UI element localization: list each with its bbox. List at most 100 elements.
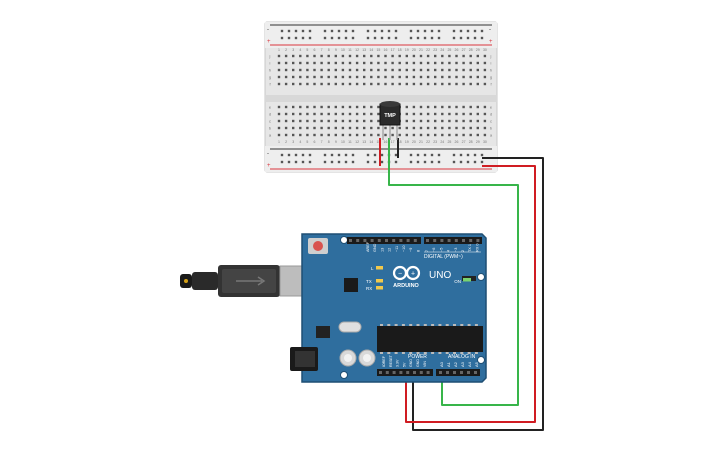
breadboard-hole [434, 75, 437, 79]
rail-hole [301, 29, 305, 33]
breadboard-hole [441, 119, 444, 123]
breadboard-hole [377, 105, 380, 109]
breadboard-hole [292, 75, 295, 79]
breadboard-hole [377, 112, 380, 116]
breadboard-hole [327, 82, 330, 86]
breadboard-hole [448, 68, 451, 72]
rail-hole [416, 36, 420, 40]
breadboard-hole [419, 133, 423, 137]
rail-hole [380, 36, 384, 40]
rail-hole [373, 153, 377, 157]
row-letter: e [490, 105, 493, 110]
breadboard-hole [419, 82, 423, 86]
header-pin [460, 371, 463, 374]
breadboard-hole [405, 75, 408, 79]
breadboard-hole [398, 75, 401, 79]
column-number: 10 [341, 140, 345, 144]
header-pin [370, 239, 374, 242]
model-label: UNO [429, 270, 451, 281]
breadboard-hole [426, 82, 430, 86]
breadboard-hole [313, 75, 316, 79]
breadboard-hole [441, 68, 444, 72]
breadboard-hole [441, 82, 444, 86]
header-pin [392, 371, 396, 374]
breadboard-hole [412, 112, 416, 116]
breadboard-hole [284, 105, 288, 109]
breadboard-hole [327, 112, 330, 116]
row-letter: f [269, 82, 271, 87]
analog-pin-label: A4 [467, 361, 472, 367]
mcu-pin [401, 324, 405, 326]
column-number: 9 [335, 140, 337, 144]
breadboard-hole [277, 82, 281, 86]
breadboard-hole [384, 61, 387, 65]
breadboard-labels: 1122334455667788991010111112121313141415… [269, 48, 493, 144]
rail-hole [423, 29, 427, 33]
row-letter: e [269, 105, 272, 110]
header-pin [385, 239, 388, 242]
rail-hole [423, 153, 427, 157]
column-number: 27 [462, 48, 466, 52]
breadboard-hole [455, 105, 458, 109]
breadboard-hole [355, 126, 359, 130]
rail-hole [466, 153, 470, 157]
column-number: 11 [348, 140, 352, 144]
breadboard-hole [391, 75, 394, 79]
rail-hole [452, 160, 456, 164]
column-number: 9 [335, 48, 337, 52]
breadboard-hole [434, 133, 437, 137]
breadboard-hole [320, 105, 323, 109]
power-label: POWER [408, 354, 427, 360]
breadboard-hole [299, 112, 302, 116]
breadboard-hole [412, 119, 416, 123]
rail-hole [344, 29, 348, 33]
column-number: 23 [433, 48, 437, 52]
breadboard-hole [412, 105, 416, 109]
mcu-pin [467, 324, 471, 326]
breadboard-hole [434, 61, 437, 65]
breadboard-hole [455, 119, 458, 123]
rail-hole [337, 29, 341, 33]
breadboard-hole [434, 112, 437, 116]
rail-hole [480, 160, 484, 164]
breadboard-hole [348, 75, 352, 79]
breadboard-hole [462, 68, 465, 72]
breadboard-hole [327, 119, 330, 123]
rail-hole [337, 160, 341, 164]
breadboard-hole [370, 112, 373, 116]
rail-hole [366, 153, 370, 157]
breadboard-hole [306, 61, 309, 65]
breadboard-hole [476, 61, 479, 65]
wire-black-gnd [412, 157, 544, 431]
breadboard-hole [391, 126, 394, 130]
breadboard-hole [306, 54, 309, 58]
breadboard-hole [334, 54, 337, 58]
breadboard-hole [483, 105, 487, 109]
breadboard-hole [341, 82, 345, 86]
rail-hole [323, 153, 327, 157]
column-number: 19 [405, 140, 409, 144]
digital-pin-label: ~5 [439, 248, 443, 252]
column-number: 7 [321, 140, 323, 144]
breadboard-hole [455, 112, 458, 116]
rail-hole [466, 29, 470, 33]
breadboard-hole [434, 54, 437, 58]
breadboard-hole [405, 105, 408, 109]
rail-plus-label-bottom: + [267, 163, 271, 169]
breadboard-hole [441, 75, 444, 79]
breadboard-hole [483, 126, 487, 130]
breadboard-hole [469, 112, 472, 116]
breadboard-hole [384, 82, 387, 86]
rail-hole [280, 36, 284, 40]
header-pin [462, 239, 465, 242]
breadboard-hole [441, 126, 444, 130]
rail-hole [459, 153, 463, 157]
breadboard-hole [405, 61, 408, 65]
rail-hole [344, 153, 348, 157]
breadboard-hole [448, 126, 451, 130]
rail-hole [287, 36, 291, 40]
breadboard-hole [292, 133, 295, 137]
breadboard-hole [476, 68, 479, 72]
analog-pin-label: A0 [439, 361, 444, 367]
breadboard-hole [320, 54, 323, 58]
